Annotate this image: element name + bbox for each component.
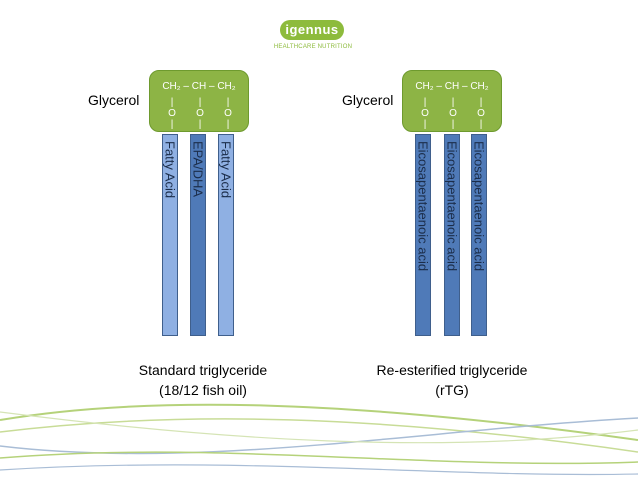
right-glycerol-box: CH₂ – CH – CH₂ |O| |O| |O| (402, 70, 502, 132)
left-bond-2: |O| (196, 97, 204, 130)
right-bond-2: |O| (449, 97, 457, 130)
right-bond-1: |O| (421, 97, 429, 130)
chain-label: Eicosapentaenoic acid (415, 141, 431, 272)
chain-label: EPA/DHA (190, 141, 206, 198)
left-glycerol-label: Glycerol (88, 92, 140, 108)
right-caption-line2: (rTG) (435, 382, 469, 398)
right-caption-line1: Re-esterified triglyceride (376, 362, 528, 378)
left-chain-epa-dha: EPA/DHA (190, 134, 206, 336)
right-chain-epa-1: Eicosapentaenoic acid (415, 134, 431, 336)
right-glycerol-label: Glycerol (342, 92, 394, 108)
left-glycerol-formula: CH₂ – CH – CH₂ (162, 81, 236, 92)
right-bond-3: |O| (477, 97, 485, 130)
right-glycerol-formula: CH₂ – CH – CH₂ (415, 81, 489, 92)
left-caption: Standard triglyceride (18/12 fish oil) (118, 360, 288, 400)
left-bond-3: |O| (224, 97, 232, 130)
right-chain-epa-2: Eicosapentaenoic acid (444, 134, 460, 336)
left-chain-fatty-acid-2: Fatty Acid (218, 134, 234, 336)
chain-label: Eicosapentaenoic acid (471, 141, 487, 272)
brand-tagline: HEALTHCARE NUTRITION (273, 44, 353, 50)
right-chain-epa-3: Eicosapentaenoic acid (471, 134, 487, 336)
left-caption-line1: Standard triglyceride (138, 362, 268, 378)
left-bond-1: |O| (168, 97, 176, 130)
left-chain-fatty-acid-1: Fatty Acid (162, 134, 178, 336)
left-glycerol-box: CH₂ – CH – CH₂ |O| |O| |O| (149, 70, 249, 132)
right-caption: Re-esterified triglyceride (rTG) (362, 360, 542, 400)
chain-label: Eicosapentaenoic acid (444, 141, 460, 272)
chain-label: Fatty Acid (218, 141, 234, 199)
brand-logo: igennus (280, 20, 344, 40)
left-caption-line2: (18/12 fish oil) (159, 382, 247, 398)
chain-label: Fatty Acid (162, 141, 178, 199)
